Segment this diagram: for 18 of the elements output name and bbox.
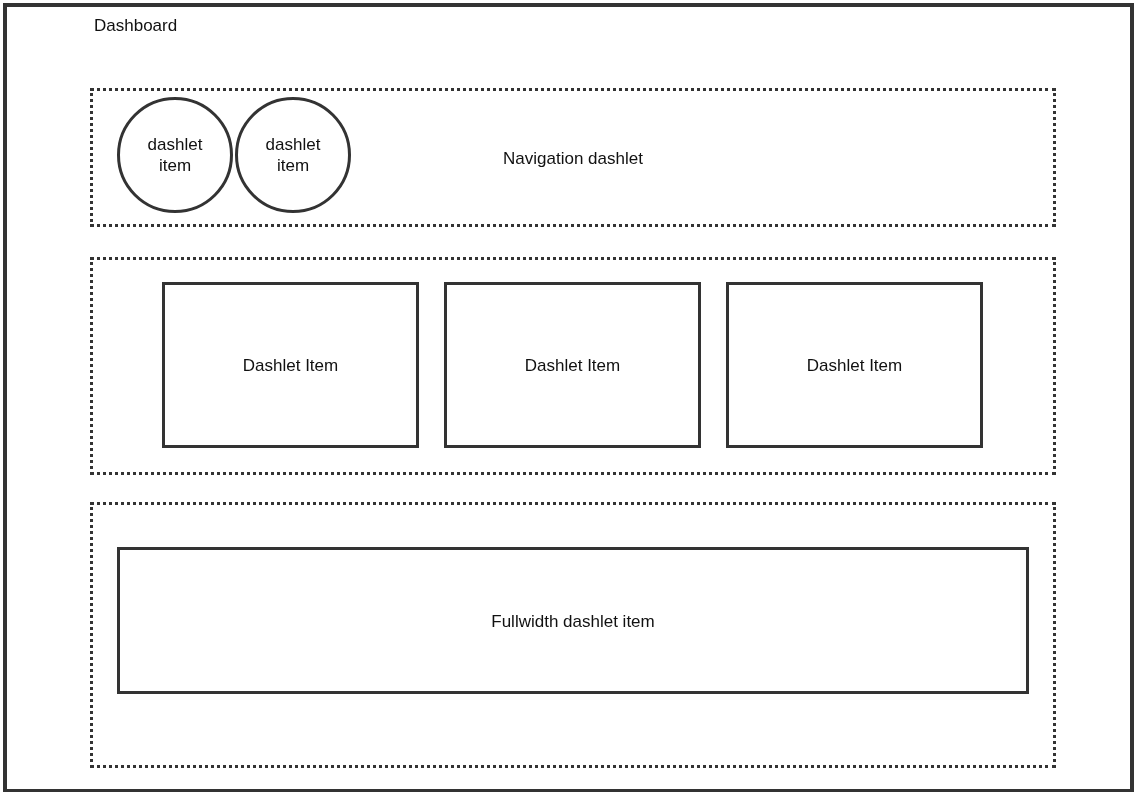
dashlet-box [726, 282, 983, 448]
dashlet-box [162, 282, 419, 448]
item-circle [235, 97, 351, 213]
dashlet-panel [90, 88, 1056, 227]
dashboard-frame [3, 3, 1134, 792]
node-label: dashlet item [146, 134, 204, 176]
node-label: Dashboard [94, 15, 178, 36]
node-label: Dashlet Item [524, 354, 621, 376]
item-circle [117, 97, 233, 213]
node-label: Fullwidth dashlet item [491, 610, 655, 631]
node-label: dashlet item [264, 134, 322, 176]
dashlet-box [117, 547, 1029, 694]
node-label: Dashlet Item [806, 354, 903, 376]
node-label: Navigation dashlet [503, 147, 643, 168]
dashlet-box [444, 282, 701, 448]
node-label: Dashlet Item [242, 354, 339, 376]
dashlet-panel [90, 257, 1056, 475]
dashlet-panel [90, 502, 1056, 768]
